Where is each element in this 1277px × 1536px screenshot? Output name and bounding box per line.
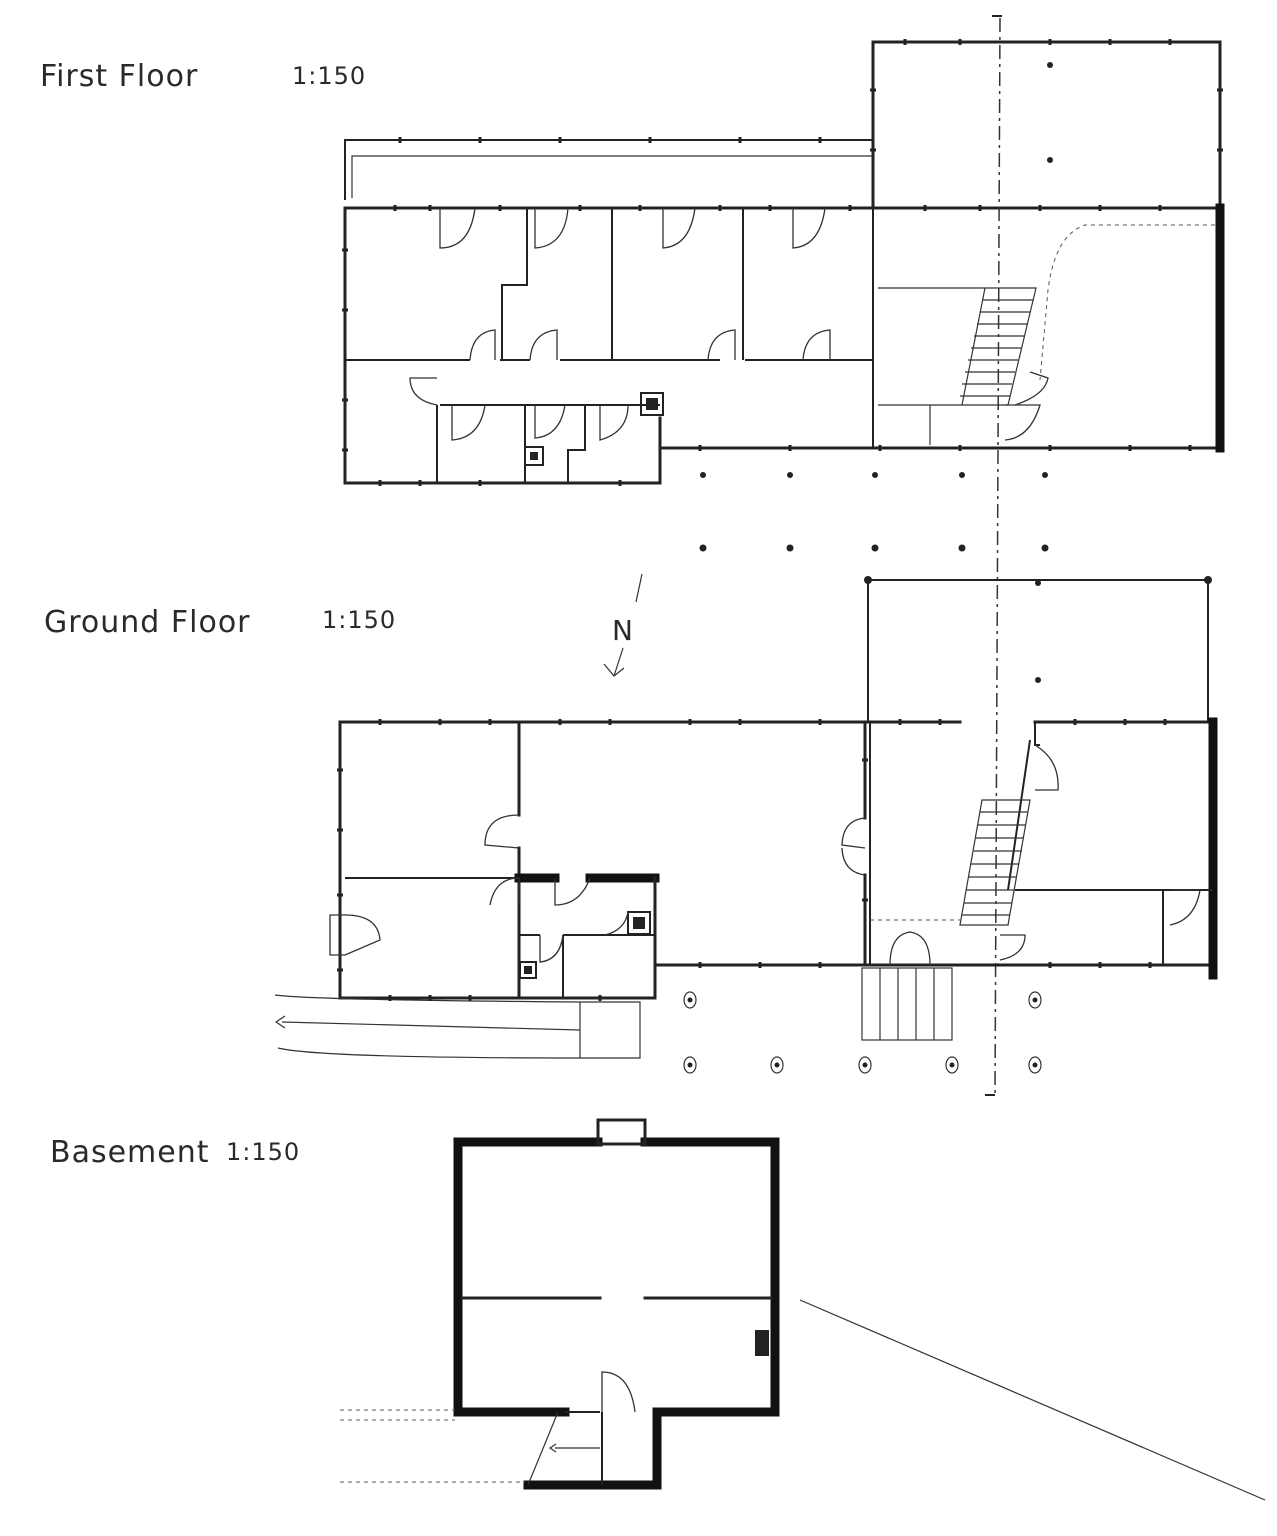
ground-floor-scale: 1:150 xyxy=(322,606,396,634)
north-arrow: N xyxy=(603,573,643,677)
ground-floor-stair-treads xyxy=(962,811,1028,916)
basement-title: Basement xyxy=(50,1135,210,1170)
ground-floor-pillars xyxy=(683,991,1042,1074)
basement-scale: 1:150 xyxy=(226,1138,300,1166)
ground-floor-title: Ground Floor xyxy=(44,605,251,640)
first-floor-scale: 1:150 xyxy=(292,62,366,90)
first-floor-window-marks xyxy=(342,39,1223,486)
column-dots xyxy=(699,472,1049,552)
ground-floor-plan xyxy=(274,576,1218,1074)
section-line xyxy=(994,17,1001,1096)
north-arrow-label: N xyxy=(612,614,634,647)
basement-plan xyxy=(340,1118,1266,1501)
first-floor-title: First Floor xyxy=(40,59,198,94)
first-floor-plan xyxy=(342,39,1225,486)
ground-floor-window-marks xyxy=(337,719,1167,1001)
